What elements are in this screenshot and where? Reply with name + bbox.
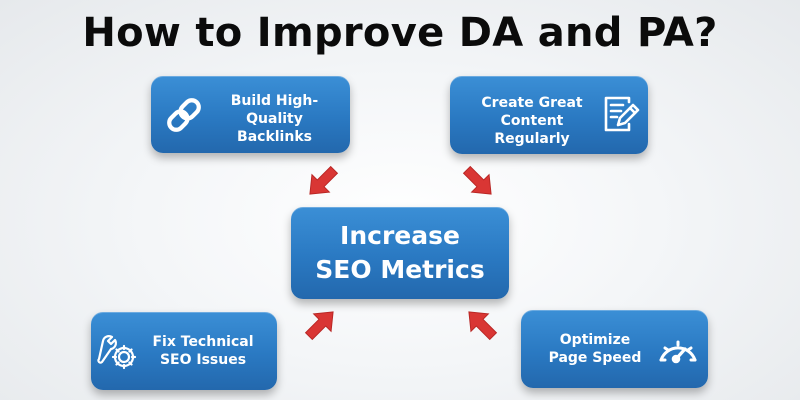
- arrow-up-right: [302, 305, 340, 343]
- document-edit-icon: [602, 93, 640, 135]
- node-create-content: Create Great Content Regularly: [450, 76, 648, 154]
- link-icon: [163, 94, 205, 136]
- node-label: Fix Technical SEO Issues: [152, 334, 254, 369]
- speedometer-icon: [656, 332, 700, 366]
- node-label: Create Great Content Regularly: [481, 95, 583, 148]
- node-increase-seo-metrics: Increase SEO Metrics: [291, 207, 509, 299]
- node-build-backlinks: Build High-Quality Backlinks: [151, 76, 350, 153]
- node-fix-technical: Fix Technical SEO Issues: [91, 312, 277, 390]
- wrench-gear-icon: [97, 331, 137, 371]
- node-optimize-speed: Optimize Page Speed: [521, 310, 708, 388]
- arrow-down-right: [303, 163, 341, 201]
- page-title: How to Improve DA and PA?: [82, 10, 718, 56]
- node-label: Optimize Page Speed: [548, 332, 642, 367]
- arrow-down-left: [460, 163, 498, 201]
- node-label: Build High-Quality Backlinks: [230, 93, 319, 146]
- center-label: Increase SEO Metrics: [315, 220, 485, 285]
- arrow-up-left: [462, 305, 500, 343]
